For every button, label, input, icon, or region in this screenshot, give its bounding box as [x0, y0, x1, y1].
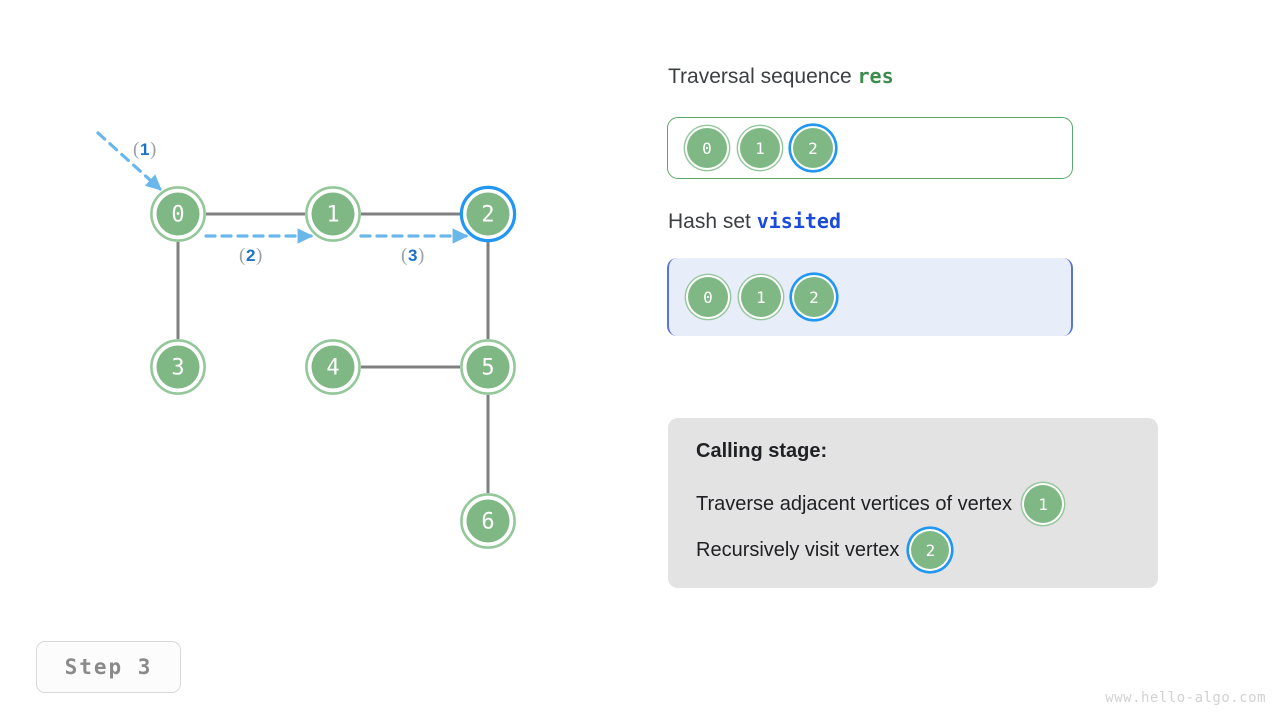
node-fill: [156, 192, 200, 236]
visited-section-title: Hash set visited: [668, 209, 841, 234]
calling-stage-vertex-chip: 1: [1024, 485, 1063, 523]
calling-stage-line-text: Recursively visit vertex: [696, 538, 900, 561]
visited-container: 0 1 2: [667, 258, 1073, 336]
calling-stage-title: Calling stage:: [696, 440, 828, 462]
calling-stage-vertex-label: 2: [925, 540, 936, 560]
node-outer-ring: [150, 186, 206, 242]
graph-traversal-arrows: [96, 131, 469, 244]
graph-node-0[interactable]: 0: [150, 186, 206, 242]
res-title-code: res: [857, 64, 894, 88]
visited-item: 1: [741, 277, 781, 317]
node-fill: [311, 345, 355, 389]
node-outer-ring: [150, 339, 206, 395]
visited-title-code: visited: [756, 209, 842, 233]
graph-node-5[interactable]: 5: [460, 339, 516, 395]
visited-item: 2: [794, 277, 834, 317]
graph-node-6[interactable]: 6: [460, 493, 516, 549]
node-fill: [466, 345, 510, 389]
res-title-prefix: Traversal sequence: [668, 65, 858, 88]
visited-item: 0: [688, 277, 728, 317]
res-section-title: Traversal sequence res: [668, 64, 894, 89]
calling-stage-panel: Calling stage: Traverse adjacent vertice…: [668, 418, 1158, 588]
res-container: 0 1 2: [667, 117, 1073, 179]
step-badge-label: Step 3: [64, 655, 153, 679]
step-annotation-paren-close: ): [418, 245, 424, 266]
graph-node-1[interactable]: 1: [305, 186, 361, 242]
node-label: 5: [481, 356, 494, 381]
step-annotation-number: 1: [140, 140, 149, 159]
right-panel: Traversal sequence res 0 1 2 Hash set visi…: [666, 0, 1280, 720]
graph-node-4[interactable]: 4: [305, 339, 361, 395]
node-outer-ring: [459, 185, 517, 243]
calling-stage-line: Traverse adjacent vertices of vertex 1: [696, 481, 1132, 527]
calling-stage-line-text: Traverse adjacent vertices of vertex: [696, 492, 1013, 515]
graph-node-3[interactable]: 3: [150, 339, 206, 395]
graph-node-2[interactable]: 2: [459, 185, 517, 243]
calling-stage-line: Recursively visit vertex 2: [696, 527, 1132, 573]
visited-item-label: 0: [703, 287, 713, 307]
step-badge: Step 3: [36, 641, 181, 693]
node-fill: [466, 499, 510, 543]
step-annotation-number: 3: [408, 246, 417, 265]
node-outer-ring: [460, 493, 516, 549]
node-outer-ring: [305, 339, 361, 395]
visited-item-label: 2: [809, 287, 819, 307]
res-item: 1: [740, 128, 780, 168]
step-annotation: (1): [133, 139, 156, 160]
res-item: 0: [687, 128, 727, 168]
graph-nodes: 0 1 2 3 4 5 6: [150, 185, 517, 549]
node-label: 2: [481, 203, 494, 228]
step-annotation: (2): [239, 245, 262, 266]
node-label: 3: [171, 356, 184, 381]
node-label: 1: [326, 203, 339, 228]
graph-edges: [176, 212, 490, 493]
res-item: 2: [793, 128, 833, 168]
traversal-arrow: [96, 131, 162, 191]
node-label: 4: [326, 356, 339, 381]
res-item-label: 2: [808, 138, 818, 158]
step-annotation-paren-close: ): [256, 245, 262, 266]
visited-item-label: 1: [756, 287, 766, 307]
step-annotation-paren-open: (: [401, 245, 407, 266]
node-outer-ring: [305, 186, 361, 242]
watermark-text: www.hello-algo.com: [1105, 690, 1266, 706]
node-fill: [466, 192, 510, 236]
node-label: 0: [171, 203, 184, 228]
step-annotation-paren-close: ): [150, 139, 156, 160]
graph-step-annotations: (1)(2)(3): [133, 139, 424, 266]
step-annotation: (3): [401, 245, 424, 266]
node-outer-ring: [460, 339, 516, 395]
step-annotation-paren-open: (: [133, 139, 139, 160]
visited-title-prefix: Hash set: [668, 210, 757, 233]
node-fill: [156, 345, 200, 389]
node-fill: [311, 192, 355, 236]
step-annotation-paren-open: (: [239, 245, 245, 266]
calling-stage-vertex-label: 1: [1038, 494, 1048, 514]
node-label: 6: [481, 510, 494, 535]
res-item-label: 1: [755, 138, 765, 158]
step-annotation-number: 2: [246, 246, 255, 265]
res-item-label: 0: [702, 138, 712, 158]
calling-stage-vertex-chip: 2: [911, 531, 950, 569]
watermark: www.hello-algo.com: [1105, 690, 1266, 706]
